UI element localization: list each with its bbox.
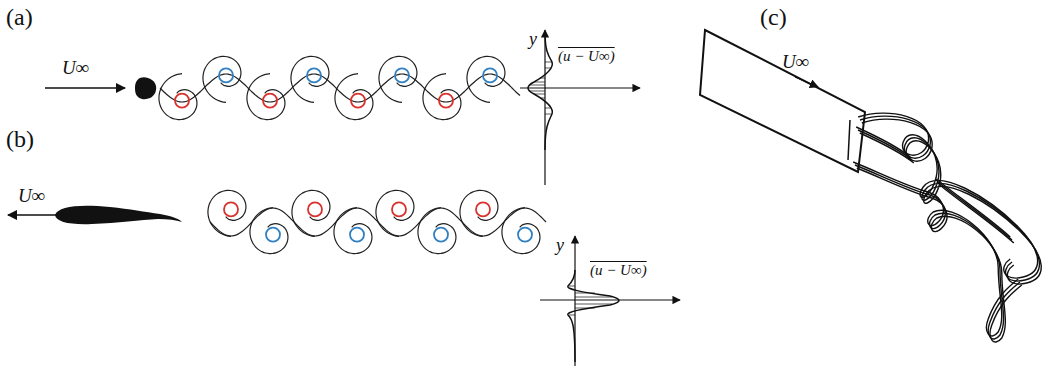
flow-arrow xyxy=(795,77,818,87)
u-axis xyxy=(540,299,680,300)
profile-hatch xyxy=(530,62,552,114)
y-axis xyxy=(544,30,545,185)
panel-label: (b) xyxy=(6,126,34,152)
vortex-street xyxy=(208,190,546,253)
axis-label: U∞ xyxy=(62,58,89,79)
panel-label: (c) xyxy=(760,4,787,30)
vortex-street xyxy=(159,56,520,119)
flat-plate xyxy=(700,30,865,172)
axis-label: U∞ xyxy=(18,186,45,207)
cylinder xyxy=(135,77,156,99)
axis-label: y xyxy=(556,236,564,256)
axis-label: U∞ xyxy=(782,52,809,73)
velocity-profile xyxy=(568,270,619,362)
vortex-loops xyxy=(853,113,1041,342)
u-axis xyxy=(520,87,640,88)
velocity-profile xyxy=(528,32,552,150)
plate-edge xyxy=(848,120,850,160)
axis-label: y xyxy=(529,30,537,50)
axis-label: (u − U∞) xyxy=(558,48,615,65)
flow-arrow xyxy=(45,87,125,89)
axis-label: (u − U∞) xyxy=(590,262,647,279)
panel-label: (a) xyxy=(6,4,33,30)
profile-hatch xyxy=(569,286,612,315)
fish xyxy=(55,206,182,224)
